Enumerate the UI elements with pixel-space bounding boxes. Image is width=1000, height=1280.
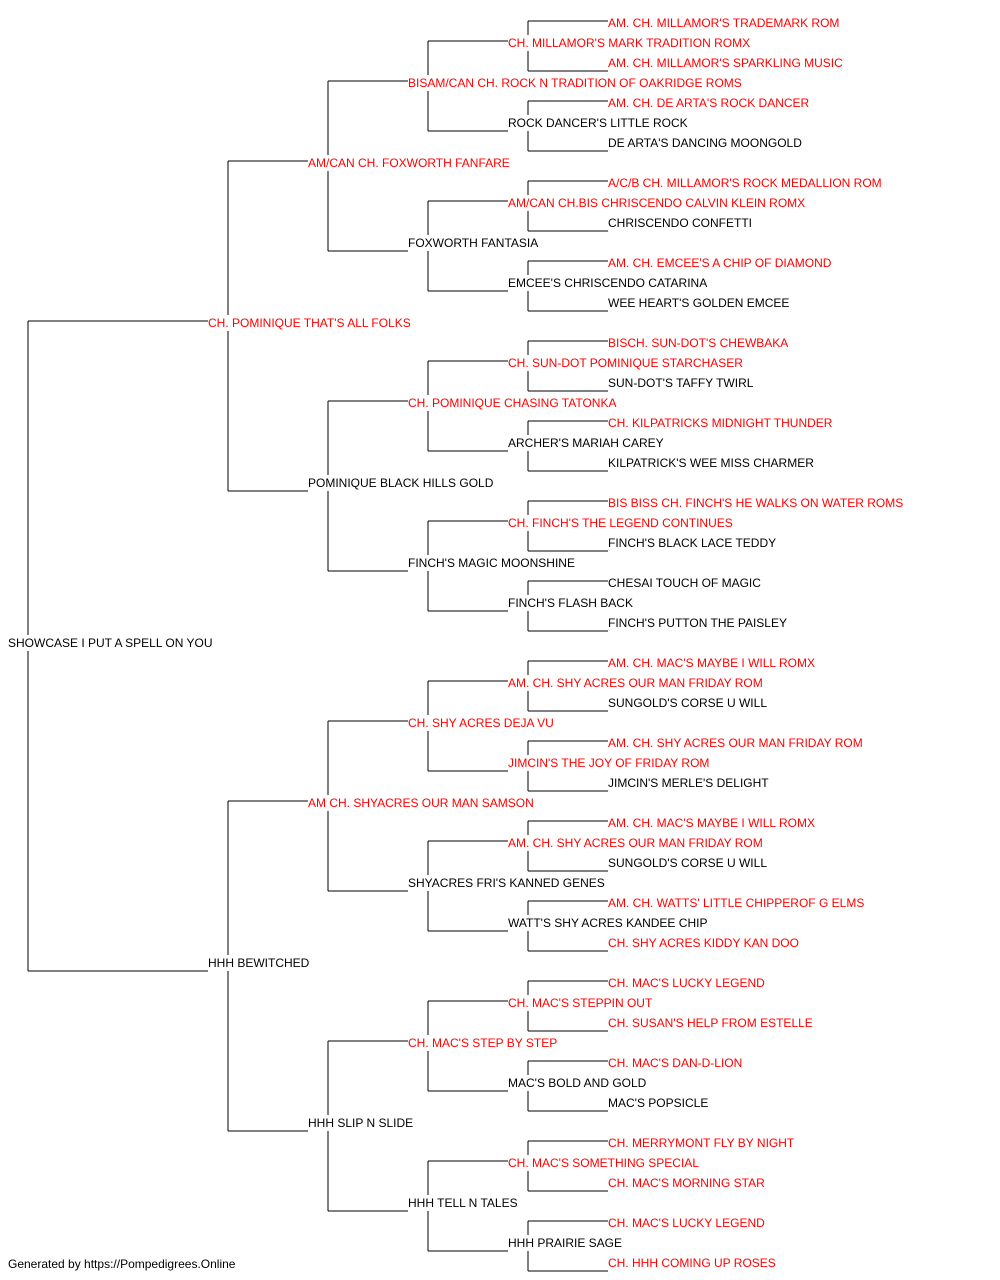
gen4-ancestor-name: JIMCIN'S THE JOY OF FRIDAY ROM xyxy=(508,756,710,770)
gen4-ancestor-name: CH. FINCH'S THE LEGEND CONTINUES xyxy=(508,516,733,530)
grandparent-name: AM CH. SHYACRES OUR MAN SAMSON xyxy=(308,796,534,810)
gen4-ancestor-name: ARCHER'S MARIAH CAREY xyxy=(508,436,664,450)
gen5-ancestor-name: KILPATRICK'S WEE MISS CHARMER xyxy=(608,456,814,470)
gen4-ancestor-name: AM/CAN CH.BIS CHRISCENDO CALVIN KLEIN RO… xyxy=(508,196,806,210)
gen5-ancestor-name: MAC'S POPSICLE xyxy=(608,1096,709,1110)
gen4-ancestor-name: WATT'S SHY ACRES KANDEE CHIP xyxy=(508,916,708,930)
great-grandparent-name: BISAM/CAN CH. ROCK N TRADITION OF OAKRID… xyxy=(408,76,742,90)
gen5-ancestor-name: SUNGOLD'S CORSE U WILL xyxy=(608,856,767,870)
gen4-ancestor-name: EMCEE'S CHRISCENDO CATARINA xyxy=(508,276,708,290)
gen5-ancestor-name: WEE HEART'S GOLDEN EMCEE xyxy=(608,296,790,310)
grandparent-name: AM/CAN CH. FOXWORTH FANFARE xyxy=(308,156,510,170)
great-grandparent-name: CH. MAC'S STEP BY STEP xyxy=(408,1036,558,1050)
gen5-ancestor-name: FINCH'S PUTTON THE PAISLEY xyxy=(608,616,787,630)
great-grandparent-name: FOXWORTH FANTASIA xyxy=(408,236,539,250)
gen5-ancestor-name: AM. CH. WATTS' LITTLE CHIPPEROF G ELMS xyxy=(608,896,865,910)
great-grandparent-name: CH. SHY ACRES DEJA VU xyxy=(408,716,554,730)
gen5-ancestor-name: CH. KILPATRICKS MIDNIGHT THUNDER xyxy=(608,416,833,430)
gen4-ancestor-name: AM. CH. SHY ACRES OUR MAN FRIDAY ROM xyxy=(508,676,763,690)
parent-name: HHH BEWITCHED xyxy=(208,956,310,970)
great-grandparent-name: CH. POMINIQUE CHASING TATONKA xyxy=(408,396,617,410)
gen5-ancestor-name: CHRISCENDO CONFETTI xyxy=(608,216,752,230)
gen5-ancestor-name: BISCH. SUN-DOT'S CHEWBAKA xyxy=(608,336,789,350)
gen5-ancestor-name: AM. CH. MILLAMOR'S SPARKLING MUSIC xyxy=(608,56,843,70)
gen4-ancestor-name: CH. MAC'S SOMETHING SPECIAL xyxy=(508,1156,699,1170)
gen5-ancestor-name: CH. MERRYMONT FLY BY NIGHT xyxy=(608,1136,795,1150)
dog-name: SHOWCASE I PUT A SPELL ON YOU xyxy=(8,636,213,650)
gen5-ancestor-name: AM. CH. MAC'S MAYBE I WILL ROMX xyxy=(608,816,815,830)
gen5-ancestor-name: CH. MAC'S MORNING STAR xyxy=(608,1176,765,1190)
gen4-ancestor-name: CH. MAC'S STEPPIN OUT xyxy=(508,996,653,1010)
gen5-ancestor-name: CH. SHY ACRES KIDDY KAN DOO xyxy=(608,936,799,950)
gen5-ancestor-name: CH. MAC'S LUCKY LEGEND xyxy=(608,1216,765,1230)
gen4-ancestor-name: CH. SUN-DOT POMINIQUE STARCHASER xyxy=(508,356,743,370)
gen5-ancestor-name: A/C/B CH. MILLAMOR'S ROCK MEDALLION ROM xyxy=(608,176,882,190)
gen4-ancestor-name: MAC'S BOLD AND GOLD xyxy=(508,1076,647,1090)
gen4-ancestor-name: CH. MILLAMOR'S MARK TRADITION ROMX xyxy=(508,36,751,50)
gen4-ancestor-name: AM. CH. SHY ACRES OUR MAN FRIDAY ROM xyxy=(508,836,763,850)
gen5-ancestor-name: SUN-DOT'S TAFFY TWIRL xyxy=(608,376,754,390)
gen5-ancestor-name: CH. MAC'S DAN-D-LION xyxy=(608,1056,743,1070)
footer-credit: Generated by https://Pompedigrees.Online xyxy=(8,1257,236,1271)
gen5-ancestor-name: AM. CH. MILLAMOR'S TRADEMARK ROM xyxy=(608,16,840,30)
parent-name: CH. POMINIQUE THAT'S ALL FOLKS xyxy=(208,316,411,330)
gen5-ancestor-name: AM. CH. EMCEE'S A CHIP OF DIAMOND xyxy=(608,256,832,270)
gen5-ancestor-name: SUNGOLD'S CORSE U WILL xyxy=(608,696,767,710)
great-grandparent-name: SHYACRES FRI'S KANNED GENES xyxy=(408,876,605,890)
gen5-ancestor-name: AM. CH. DE ARTA'S ROCK DANCER xyxy=(608,96,810,110)
gen5-ancestor-name: CH. SUSAN'S HELP FROM ESTELLE xyxy=(608,1016,813,1030)
grandparent-name: HHH SLIP N SLIDE xyxy=(308,1116,414,1130)
gen5-ancestor-name: CH. MAC'S LUCKY LEGEND xyxy=(608,976,765,990)
gen5-ancestor-name: CH. HHH COMING UP ROSES xyxy=(608,1256,776,1270)
grandparent-name: POMINIQUE BLACK HILLS GOLD xyxy=(308,476,494,490)
gen5-ancestor-name: CHESAI TOUCH OF MAGIC xyxy=(608,576,761,590)
great-grandparent-name: FINCH'S MAGIC MOONSHINE xyxy=(408,556,575,570)
gen5-ancestor-name: AM. CH. SHY ACRES OUR MAN FRIDAY ROM xyxy=(608,736,863,750)
gen5-ancestor-name: JIMCIN'S MERLE'S DELIGHT xyxy=(608,776,769,790)
great-grandparent-name: HHH TELL N TALES xyxy=(408,1196,518,1210)
gen5-ancestor-name: FINCH'S BLACK LACE TEDDY xyxy=(608,536,777,550)
gen4-ancestor-name: HHH PRAIRIE SAGE xyxy=(508,1236,623,1250)
gen4-ancestor-name: ROCK DANCER'S LITTLE ROCK xyxy=(508,116,688,130)
gen5-ancestor-name: DE ARTA'S DANCING MOONGOLD xyxy=(608,136,802,150)
gen5-ancestor-name: AM. CH. MAC'S MAYBE I WILL ROMX xyxy=(608,656,815,670)
gen4-ancestor-name: FINCH'S FLASH BACK xyxy=(508,596,633,610)
gen5-ancestor-name: BIS BISS CH. FINCH'S HE WALKS ON WATER R… xyxy=(608,496,904,510)
